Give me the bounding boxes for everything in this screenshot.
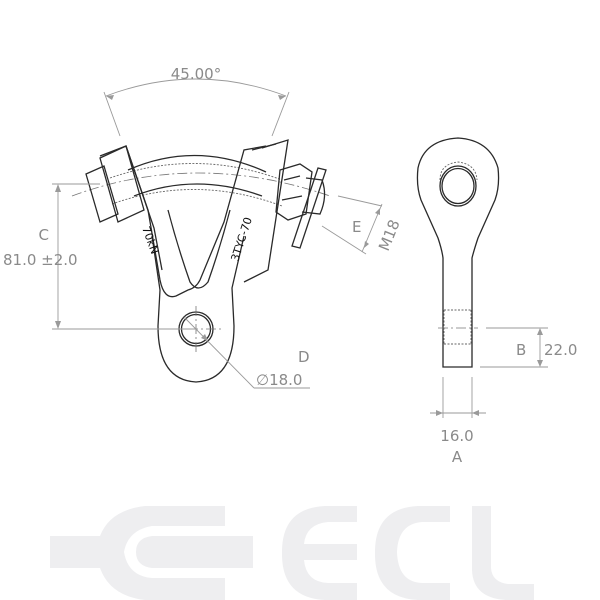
dimension-d-letter: D [298, 348, 310, 366]
dimension-b-letter: B [516, 341, 526, 359]
dimension-e-letter: E [352, 218, 361, 236]
dimension-b-value: 22.0 [544, 341, 577, 359]
angle-label: 45.00° [171, 65, 221, 83]
marking-70kn: 70kN [139, 225, 161, 256]
dimension-a-letter: A [452, 448, 463, 466]
dimension-a-value: 16.0 [440, 427, 473, 445]
clevis-side-view [416, 137, 500, 368]
dimension-c: C 81.0 ±2.0 [3, 183, 196, 330]
dimension-c-letter: C [39, 226, 49, 244]
dimension-d-value: ∅18.0 [256, 371, 302, 389]
ecl-logo [50, 506, 534, 600]
dimension-e: E M18 [321, 195, 404, 255]
dimension-a: 16.0 A [430, 377, 486, 466]
dimension-c-value: 81.0 ±2.0 [3, 251, 78, 269]
marking-model: 3TYC-70 [228, 216, 254, 263]
dimension-b: B 22.0 [480, 327, 577, 368]
angle-dimension: 45.00° [103, 65, 290, 137]
dimension-d: D ∅18.0 [183, 316, 310, 389]
clevis-front-view: 70kN 3TYC-70 [71, 139, 331, 383]
dimension-e-value: M18 [375, 217, 404, 253]
